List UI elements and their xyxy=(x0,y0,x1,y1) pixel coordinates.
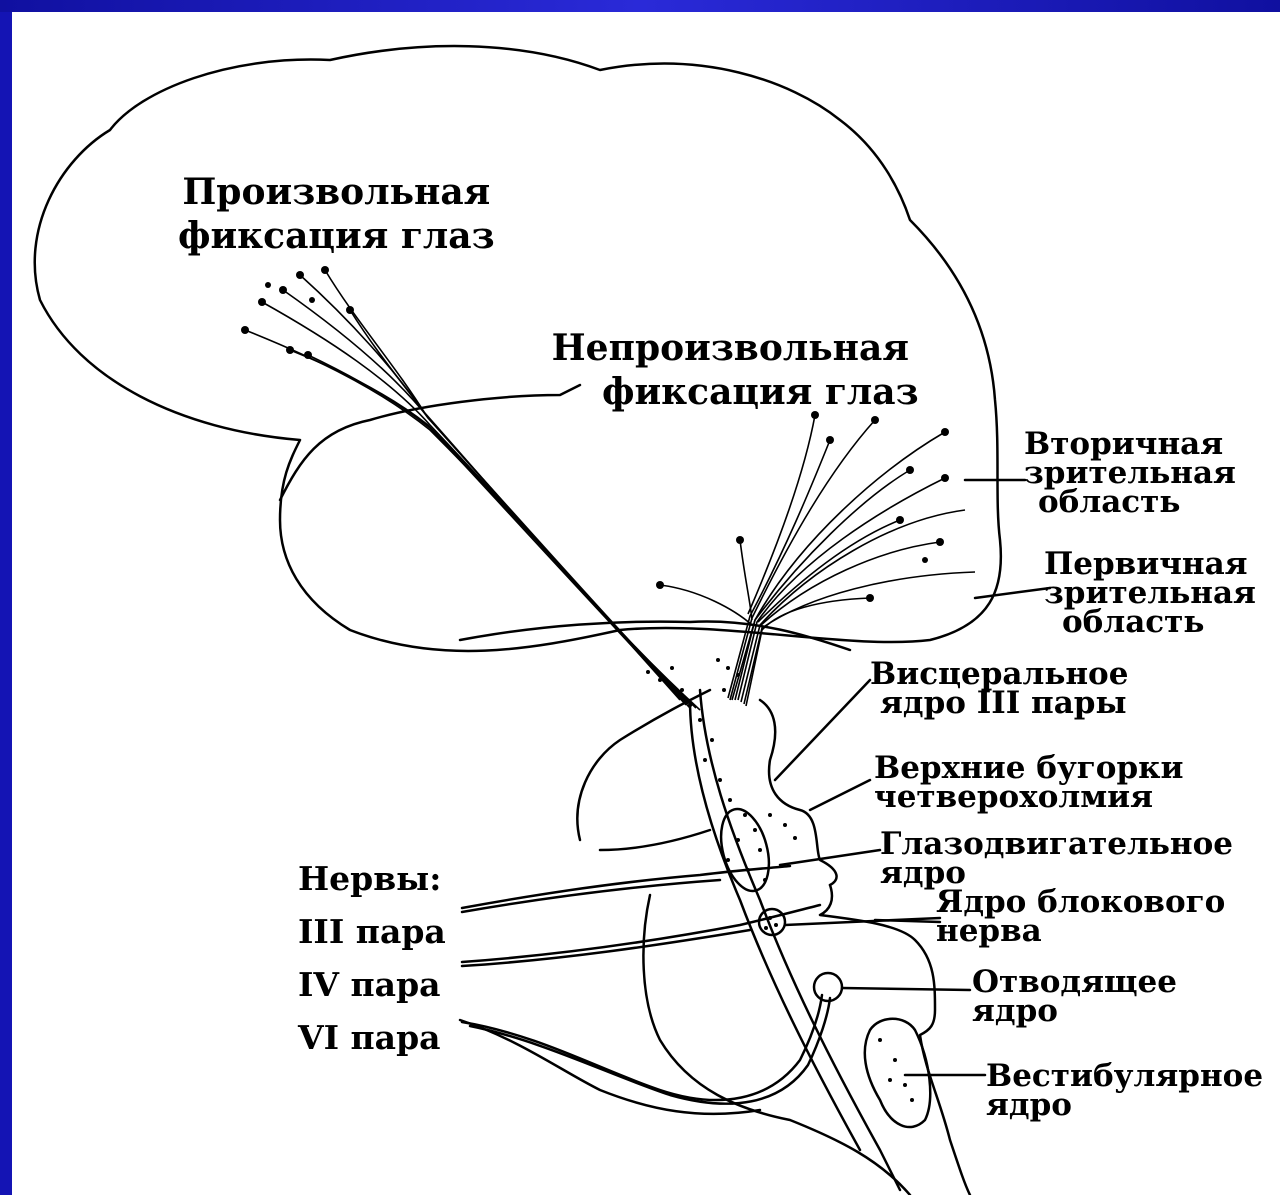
spinal-cord xyxy=(700,690,900,1190)
slide-top-bar xyxy=(0,0,1280,12)
label-superior-colliculi: Верхние бугорки четверохолмия xyxy=(874,754,1184,812)
label-visceral-nucleus: Висцеральное ядро III пары xyxy=(870,660,1128,718)
label-nerves: Нервы: III пара IV пара VI пара xyxy=(298,852,446,1064)
label-voluntary-fixation: Произвольная фиксация глаз xyxy=(178,170,495,258)
label-line: нерва xyxy=(936,917,1225,946)
stippling xyxy=(646,658,914,1102)
pointer-oculomotor xyxy=(780,850,880,865)
lateral-sulcus xyxy=(280,385,580,500)
label-line: фиксация глаз xyxy=(542,370,919,414)
label-line: фиксация глаз xyxy=(178,214,495,258)
label-line: область xyxy=(1024,488,1236,517)
label-nerves-title: Нервы: xyxy=(298,852,446,905)
label-abducens-nucleus: Отводящее ядро xyxy=(972,968,1177,1026)
voluntary-fibre-ends xyxy=(241,266,354,359)
pointer-colliculi xyxy=(810,780,870,810)
pointer-primary xyxy=(975,588,1050,598)
label-line: Произвольная xyxy=(178,170,495,214)
label-line: ядро III пары xyxy=(870,689,1128,718)
abducens-nucleus-shape xyxy=(814,973,842,1001)
label-line: ядро xyxy=(972,997,1177,1026)
label-nerve-iv: IV пара xyxy=(298,958,446,1011)
label-line: область xyxy=(1044,608,1256,637)
label-nerve-iii: III пара xyxy=(298,905,446,958)
label-line: Непроизвольная xyxy=(542,326,919,370)
label-nerve-vi: VI пара xyxy=(298,1011,446,1064)
nerve-iii-b xyxy=(462,880,720,912)
oculomotor-nucleus-shape xyxy=(713,804,777,897)
label-primary-visual-area: Первичная зрительная область xyxy=(1044,550,1256,637)
brainstem-outline xyxy=(600,830,710,850)
pointer-abducens xyxy=(842,988,970,990)
label-line: четверохолмия xyxy=(874,783,1184,812)
label-trochlear-nucleus: Ядро блокового нерва xyxy=(936,888,1225,946)
pointer-visceral xyxy=(775,680,870,780)
label-line: ядро xyxy=(986,1091,1263,1120)
diagram-canvas: Произвольная фиксация глаз Непроизвольна… xyxy=(12,12,1280,1195)
label-oculomotor-nucleus: Глазодвигательное ядро xyxy=(880,830,1233,888)
label-involuntary-fixation: Непроизвольная фиксация глаз xyxy=(542,326,919,414)
label-secondary-visual-area: Вторичная зрительная область xyxy=(1024,430,1236,517)
label-vestibular-nucleus: Вестибулярное ядро xyxy=(986,1062,1263,1120)
